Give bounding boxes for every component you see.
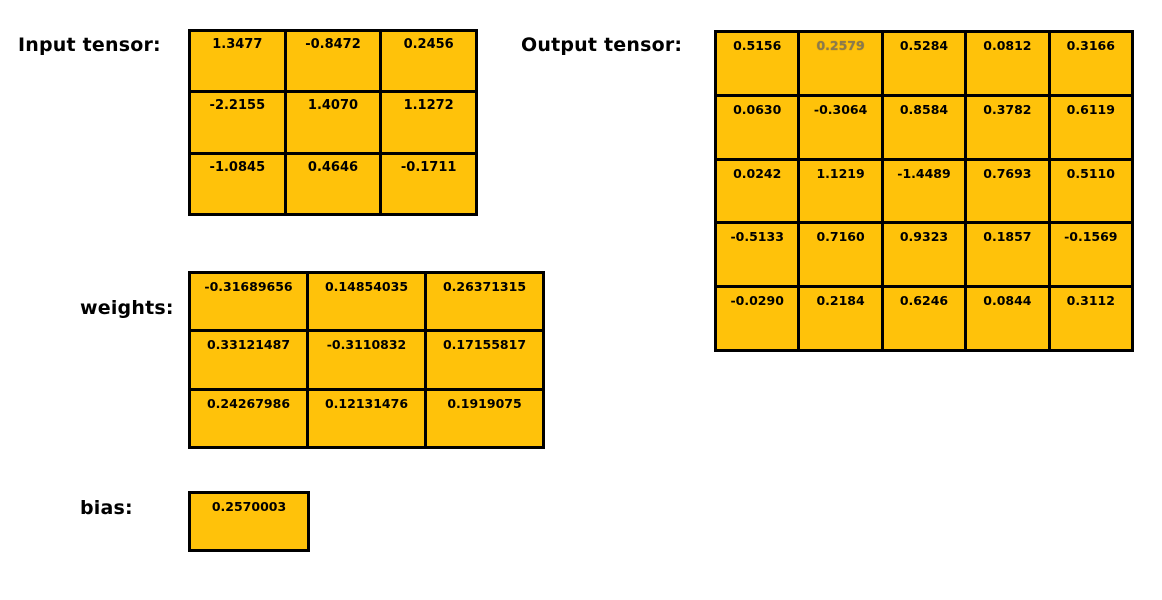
matrix-cell-value: 0.7693 [983, 165, 1032, 181]
matrix-cell: -0.1711 [382, 154, 475, 213]
matrix-cell: 0.2579 [800, 33, 881, 94]
matrix-cell: 0.3166 [1050, 33, 1131, 94]
matrix-cell: 0.0630 [717, 96, 798, 158]
matrix-cell-value: -2.2155 [209, 98, 266, 114]
matrix-cell: 0.4646 [286, 154, 380, 213]
matrix-cell: -0.3110832 [309, 332, 424, 388]
matrix-cell-value: -0.3064 [813, 101, 868, 117]
matrix-cell: 0.5284 [883, 33, 965, 94]
matrix-cell: 0.1919075 [427, 390, 542, 446]
matrix-cell-value: 0.2579 [816, 38, 865, 53]
bias-label: bias: [80, 497, 133, 519]
matrix-cell-value: 0.14854035 [324, 279, 409, 294]
matrix-cell-value: 0.7160 [816, 229, 865, 245]
matrix-cell: 0.24267986 [191, 390, 306, 446]
matrix-cell-value: -0.0290 [730, 293, 784, 309]
bias-grid: 0.2570003 [188, 491, 310, 552]
matrix-cell-value: 0.0242 [733, 165, 782, 181]
matrix-cell: 0.6119 [1050, 96, 1131, 158]
output-tensor-grid: 0.5156 0.2579 0.5284 0.0812 0.3166 0.0630 -0.3… [714, 30, 1134, 352]
matrix-cell: -0.1569 [1050, 224, 1131, 286]
output-tensor-label: Output tensor: [521, 34, 683, 56]
matrix-cell-value: 0.2570003 [211, 499, 287, 514]
matrix-cell: 0.3782 [967, 96, 1048, 158]
matrix-cell: 0.2570003 [191, 494, 307, 549]
matrix-cell: 0.2184 [800, 288, 881, 349]
matrix-cell-value: 1.1219 [816, 165, 865, 181]
matrix-cell: -2.2155 [191, 93, 284, 152]
matrix-cell: 1.1219 [800, 160, 881, 222]
matrix-cell: 0.9323 [883, 224, 965, 286]
matrix-cell: 0.17155817 [427, 332, 542, 388]
matrix-cell-value: 0.1857 [983, 229, 1032, 245]
matrix-cell-value: 0.6246 [899, 293, 949, 309]
matrix-cell: -0.0290 [717, 288, 798, 349]
matrix-cell: 0.1857 [967, 224, 1048, 286]
matrix-cell: 0.0242 [717, 160, 798, 222]
matrix-cell: -1.0845 [191, 154, 284, 213]
matrix-cell: -0.8472 [286, 32, 380, 91]
matrix-cell-value: -0.5133 [730, 229, 784, 245]
matrix-cell: 0.7693 [967, 160, 1048, 222]
matrix-cell: -0.5133 [717, 224, 798, 286]
matrix-cell-value: 0.2184 [816, 293, 865, 309]
matrix-cell-value: 0.5156 [733, 38, 782, 53]
matrix-cell-value: 0.12131476 [324, 395, 409, 411]
matrix-cell-value: 0.4646 [307, 159, 359, 175]
matrix-cell: -0.3064 [800, 96, 881, 158]
matrix-cell-value: 0.3782 [983, 101, 1032, 117]
matrix-cell: 1.1272 [382, 93, 475, 152]
matrix-cell-value: 1.1272 [403, 98, 454, 114]
matrix-cell: 0.0812 [967, 33, 1048, 94]
matrix-cell-value: 0.2456 [403, 37, 454, 52]
matrix-cell: 0.5156 [717, 33, 798, 94]
matrix-cell-value: 0.3112 [1066, 293, 1115, 309]
matrix-cell-value: -1.4489 [897, 165, 951, 181]
matrix-cell: 0.0844 [967, 288, 1048, 349]
matrix-cell-value: 0.26371315 [442, 279, 527, 294]
matrix-cell: 1.3477 [191, 32, 284, 91]
matrix-cell-value: 0.9323 [899, 229, 949, 245]
matrix-cell-value: 0.5110 [1066, 165, 1115, 181]
input-tensor-grid: 1.3477 -0.8472 0.2456 -2.2155 1.4070 1.1272 -1… [188, 29, 478, 216]
matrix-cell-value: 0.3166 [1066, 38, 1115, 53]
matrix-cell-value: 0.1919075 [447, 395, 522, 411]
matrix-cell: 0.12131476 [309, 390, 424, 446]
matrix-cell-value: -0.3110832 [326, 337, 407, 353]
matrix-cell-value: -0.1711 [400, 159, 457, 175]
matrix-cell: -0.31689656 [191, 274, 306, 330]
matrix-cell-value: 0.0630 [733, 101, 782, 117]
matrix-cell-value: 0.6119 [1066, 101, 1115, 117]
matrix-cell-value: 1.3477 [212, 37, 263, 52]
matrix-cell: 0.33121487 [191, 332, 306, 388]
matrix-cell: -1.4489 [883, 160, 965, 222]
matrix-cell-value: 0.5284 [899, 38, 949, 53]
matrix-cell-value: 0.0812 [983, 38, 1032, 53]
matrix-cell-value: -0.31689656 [204, 279, 293, 294]
matrix-cell: 0.5110 [1050, 160, 1131, 222]
matrix-cell: 0.6246 [883, 288, 965, 349]
matrix-cell-value: -0.1569 [1064, 229, 1118, 245]
weights-label: weights: [80, 297, 174, 319]
matrix-cell: 0.7160 [800, 224, 881, 286]
matrix-cell-value: 1.4070 [307, 98, 359, 114]
matrix-cell-value: 0.33121487 [206, 337, 291, 353]
matrix-cell-value: 0.0844 [983, 293, 1032, 309]
matrix-cell: 0.2456 [382, 32, 475, 91]
matrix-cell: 0.26371315 [427, 274, 542, 330]
weights-grid: -0.31689656 0.14854035 0.26371315 0.3312148… [188, 271, 545, 449]
matrix-cell: 0.8584 [883, 96, 965, 158]
matrix-cell-value: -0.8472 [305, 37, 361, 52]
matrix-cell-value: 0.24267986 [206, 395, 291, 411]
matrix-cell-value: 0.17155817 [442, 337, 527, 353]
matrix-cell-value: 0.8584 [899, 101, 949, 117]
matrix-cell: 1.4070 [286, 93, 380, 152]
matrix-cell: 0.3112 [1050, 288, 1131, 349]
matrix-cell-value: -1.0845 [209, 159, 266, 175]
matrix-cell: 0.14854035 [309, 274, 424, 330]
input-tensor-label: Input tensor: [18, 34, 161, 56]
